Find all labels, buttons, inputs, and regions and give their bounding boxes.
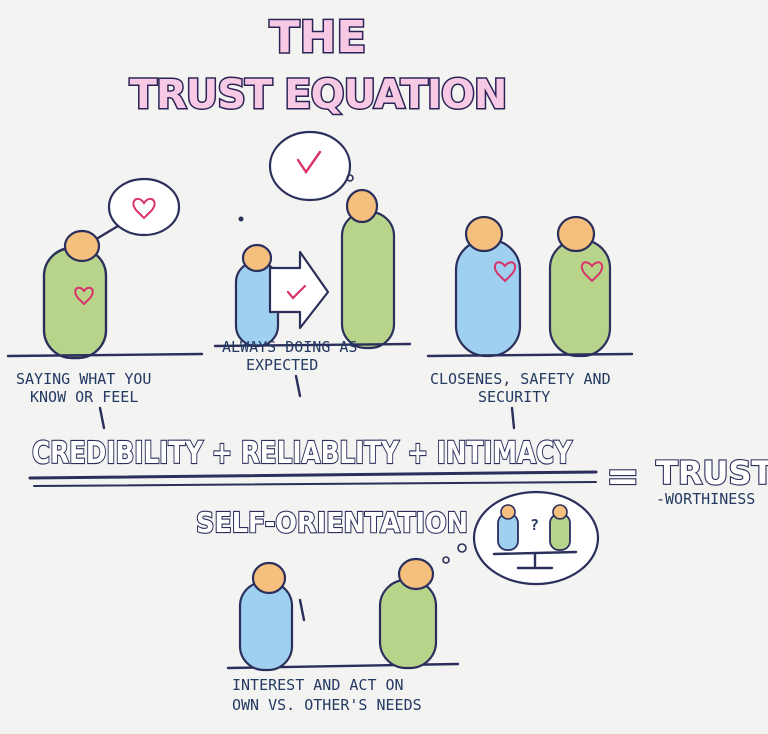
thought-dot: [442, 556, 450, 564]
head: [251, 561, 287, 595]
green-body: [378, 578, 438, 670]
credibility-figure: [42, 177, 181, 360]
green-body: [548, 238, 612, 358]
heart-icon: [493, 261, 517, 283]
head: [345, 188, 379, 224]
check-icon: [296, 150, 322, 175]
caption-credibility-line2: KNOW OR FEEL: [30, 388, 138, 406]
title-line1: THE: [270, 12, 367, 63]
arrow-icon: [268, 250, 330, 330]
pointer-stroke: [298, 598, 306, 622]
ground-line: [213, 342, 412, 348]
ground-line: [6, 352, 204, 358]
caption-credibility-line1: SAYING WHAT YOU: [16, 370, 151, 388]
caption-intimacy-line1: CLOSENES, SAFETY AND: [430, 370, 611, 388]
intimacy-figures: [454, 215, 612, 358]
pointer-stroke: [294, 374, 302, 398]
head: [464, 215, 504, 253]
caption-self-orientation-line2: OWN VS. OTHER'S NEEDS: [232, 696, 422, 714]
blue-body: [454, 238, 522, 358]
head: [552, 504, 568, 520]
pointer-stroke: [510, 406, 516, 430]
head: [241, 243, 273, 273]
pointer-stroke: [98, 406, 106, 430]
head: [556, 215, 596, 253]
heart-icon: [580, 261, 604, 283]
dot: [238, 216, 244, 222]
head: [397, 557, 435, 591]
caption-intimacy-line2: SECURITY: [478, 388, 550, 406]
green-body: [42, 246, 108, 360]
ground-line: [426, 352, 634, 358]
equation-result-sub: -WORTHINESS: [656, 490, 755, 508]
heart-icon: [74, 286, 94, 306]
title-line2: TRUST EQUATION: [130, 72, 507, 118]
head: [500, 504, 516, 520]
equation-result: TRUST: [656, 454, 768, 492]
thought-dot: [346, 174, 354, 182]
thought-dot: [457, 543, 467, 553]
self-orientation-figures: ?: [238, 490, 600, 672]
blue-body: [238, 580, 294, 672]
scale-icon: [492, 550, 578, 570]
caption-self-orientation-line1: INTEREST AND ACT ON: [232, 676, 404, 694]
equals-sign: =: [606, 454, 640, 500]
fraction-bar-shadow: [33, 481, 597, 487]
equation-denominator: SELF-ORIENTATION: [196, 506, 468, 539]
question-mark: ?: [530, 516, 539, 534]
caption-reliability-line2: EXPECTED: [246, 356, 318, 374]
equation-numerator: CREDIBILITY + RELIABLITY + INTIMACY: [32, 436, 573, 471]
reliability-figures: [234, 130, 396, 350]
head: [63, 229, 101, 263]
speech-tail: [96, 224, 120, 240]
green-body: [340, 210, 396, 350]
fraction-bar: [28, 470, 598, 480]
check-icon: [286, 284, 307, 300]
thought-bubble: [472, 490, 600, 586]
speech-bubble: [107, 177, 181, 237]
heart-icon: [132, 197, 156, 220]
caption-reliability-line1: ALWAYS DOING AS: [222, 338, 357, 356]
